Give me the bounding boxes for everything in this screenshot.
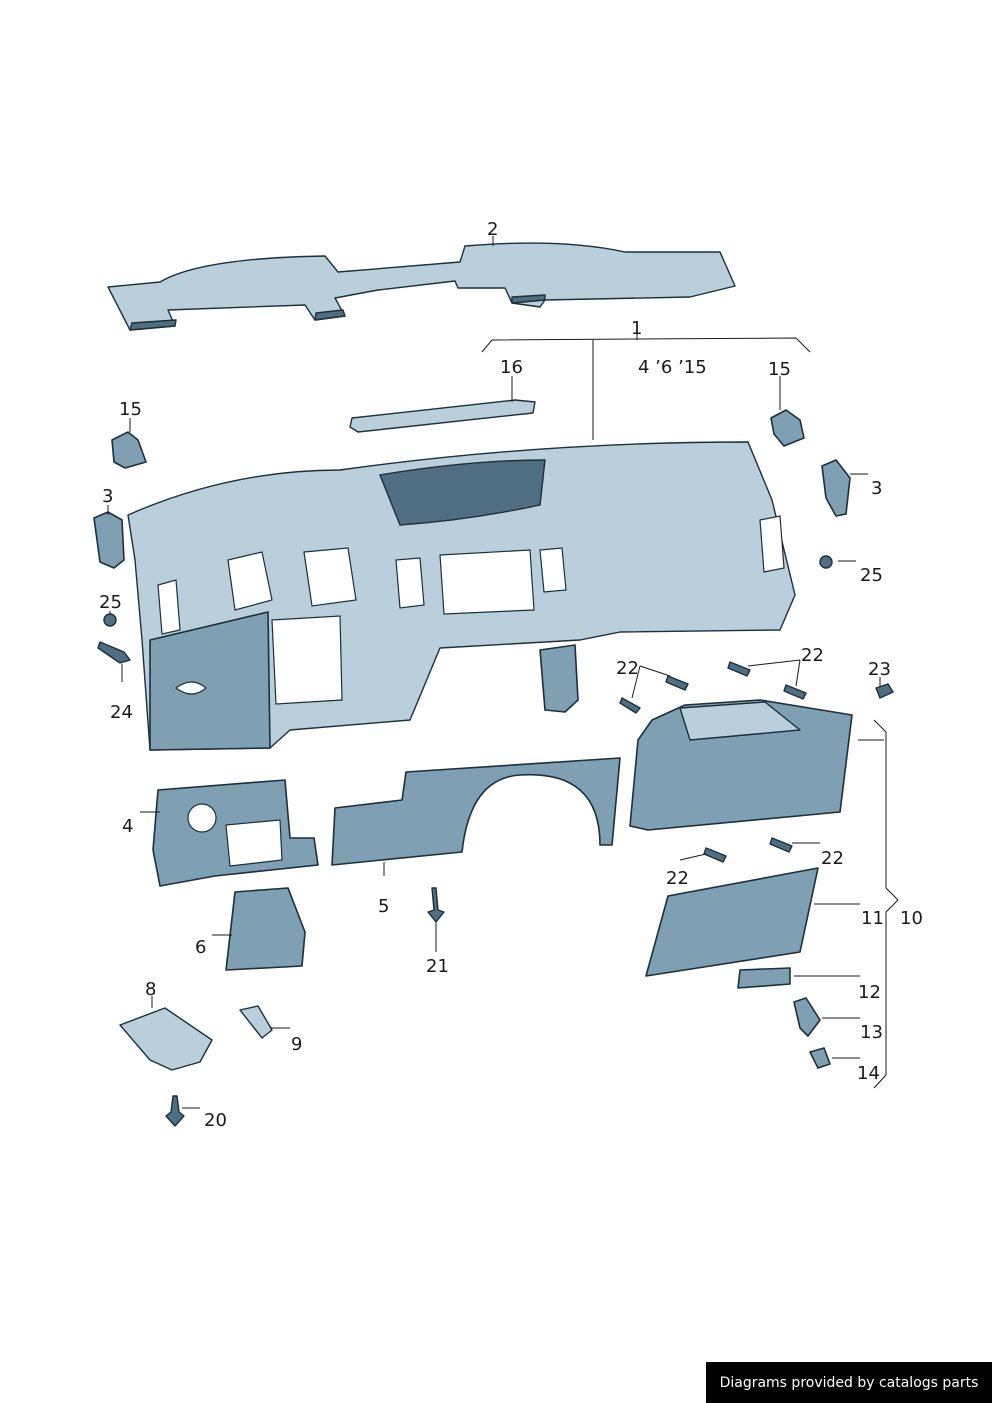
part-3-left-end-cap: [93, 511, 125, 569]
callout-15-right: 15: [768, 359, 791, 380]
callout-10: 10: [900, 908, 923, 929]
part-4-lower-left-trim: [152, 779, 319, 887]
callout-5: 5: [378, 896, 389, 917]
callout-25-right: 25: [860, 565, 883, 586]
part-6-storage-tray: [225, 887, 306, 971]
callout-3-right: 3: [871, 478, 882, 499]
callout-13: 13: [860, 1022, 883, 1043]
callout-22-a: 22: [616, 658, 639, 679]
callout-22-d: 22: [821, 848, 844, 869]
callout-labels: 2 1 4 ’6 ’15 16 15 15 3 3 25 25 24 22 22…: [99, 219, 923, 1131]
part-14-stopper: [809, 1047, 831, 1069]
callout-1-note: 4 ’6 ’15: [638, 357, 707, 378]
leader-lines: [107, 236, 899, 1109]
part-15-left-speaker-cover: [111, 431, 147, 469]
callout-22-c: 22: [666, 868, 689, 889]
callout-8: 8: [145, 979, 156, 1000]
callout-15-left: 15: [119, 399, 142, 420]
callout-14: 14: [857, 1063, 880, 1084]
callout-16: 16: [500, 357, 523, 378]
callout-2: 2: [487, 219, 498, 240]
callout-22-b: 22: [801, 645, 824, 666]
part-2-dash-top-pad: [107, 242, 736, 331]
callout-6: 6: [195, 937, 206, 958]
part-11-glove-box-lid: [645, 867, 819, 977]
callout-11: 11: [861, 908, 884, 929]
part-3-right-end-cap: [821, 459, 851, 517]
part-16-defroster-vent: [349, 399, 536, 433]
callout-9: 9: [291, 1034, 302, 1055]
callout-23: 23: [868, 659, 891, 680]
footer-credit-banner: Diagrams provided by catalogs parts: [706, 1362, 992, 1403]
part-12-glove-box-handle: [737, 967, 791, 989]
footer-credit-text: Diagrams provided by catalogs parts: [719, 1374, 979, 1391]
callout-20: 20: [204, 1110, 227, 1131]
part-15-right-speaker-cover: [770, 409, 805, 447]
part-11-glove-box: [629, 699, 853, 831]
fastener-screws: [97, 555, 894, 1127]
callout-1: 1: [631, 318, 642, 339]
callout-3-left: 3: [102, 486, 113, 507]
part-13-latch: [793, 997, 821, 1037]
part-5-cluster-surround: [331, 757, 621, 866]
callout-12: 12: [858, 982, 881, 1003]
part-8-bracket: [119, 1007, 213, 1071]
part-9-clip: [239, 1005, 273, 1039]
part-1-dashboard-panel: [127, 441, 796, 751]
callout-24: 24: [110, 702, 133, 723]
callout-4: 4: [122, 816, 133, 837]
callout-21: 21: [426, 956, 449, 977]
callout-25-left: 25: [99, 592, 122, 613]
